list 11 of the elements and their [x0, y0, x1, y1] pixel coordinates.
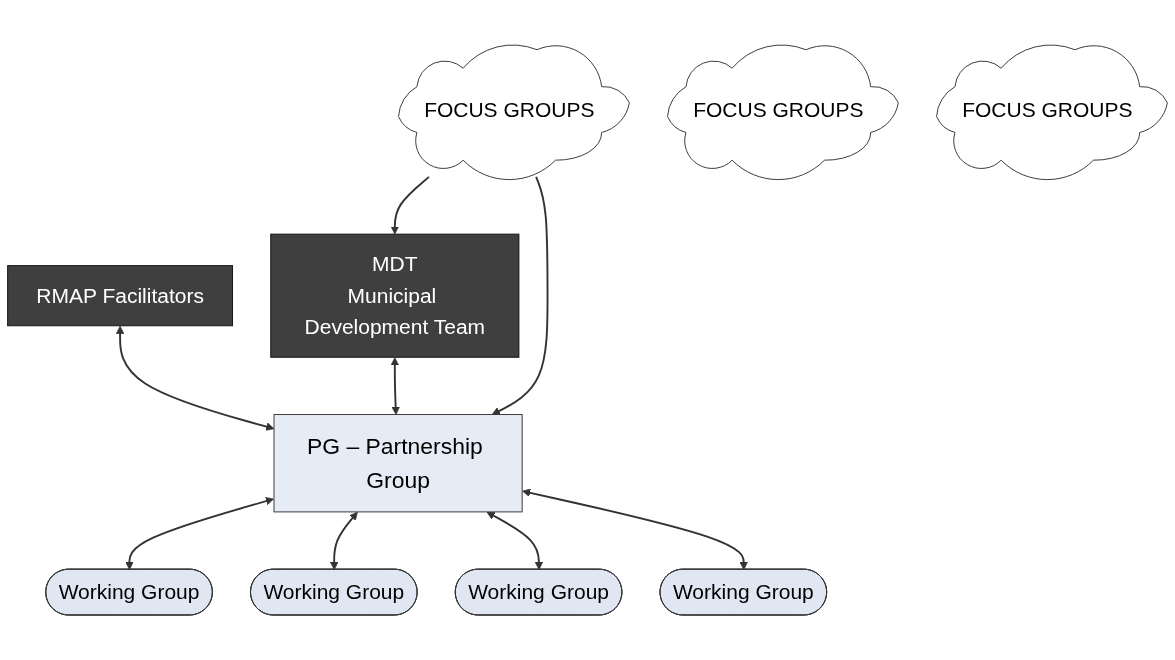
arrow [522, 488, 748, 571]
arrow [390, 357, 400, 415]
arrow [125, 497, 274, 571]
arrow [491, 175, 549, 415]
arrow [486, 511, 544, 571]
arrow [115, 325, 275, 431]
node-box: PG – Partnership Group [273, 414, 523, 513]
node-box: MDT Municipal Development Team [270, 233, 520, 358]
arrow [390, 175, 430, 235]
arrow [329, 511, 358, 571]
node-box: RMAP Facilitators [7, 265, 234, 327]
